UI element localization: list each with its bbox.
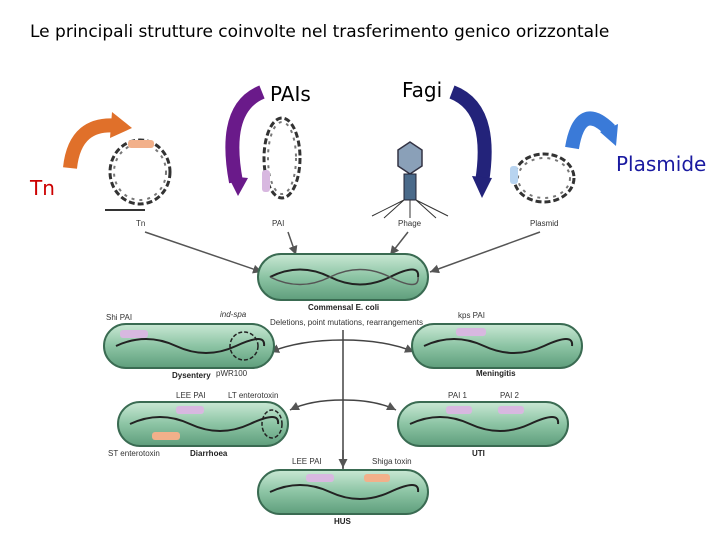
diarrhoea-cell: LEE PAI LT enterotoxin ST enterotoxin Di… [108, 391, 289, 458]
dysentery-name: Dysentery [172, 371, 211, 380]
label-tn: Tn [30, 176, 55, 200]
dysentery-label-2: ind-spa [220, 310, 247, 319]
diarrhoea-name: Diarrhoea [190, 449, 228, 458]
orange-arrow-head [110, 112, 132, 138]
meningitis-cell: kps PAI Meningitis [411, 311, 583, 378]
uti-name: UTI [472, 449, 485, 458]
hus-name: HUS [334, 517, 352, 526]
diarrhoea-label-2: LT enterotoxin [228, 391, 278, 400]
label-plasmide: Plasmide [616, 152, 707, 176]
purple-arrow-icon [225, 85, 266, 184]
phage-icon: Phage [371, 141, 449, 228]
branch-lines [269, 330, 415, 470]
page-title: Le principali strutture coinvolte nel tr… [30, 22, 610, 42]
blue-arrow-icon [565, 111, 615, 150]
uti-label-1: PAI 1 [448, 391, 468, 400]
phage-caption: Phage [398, 219, 422, 228]
plasmid-caption: Plasmid [530, 219, 558, 228]
navy-arrow-icon [449, 85, 492, 184]
hus-cell: LEE PAI Shiga toxin HUS [257, 457, 429, 526]
commensal-note: Deletions, point mutations, rearrangemen… [270, 318, 423, 327]
meningitis-label-1: kps PAI [458, 311, 485, 320]
dysentery-label-1: Shi PAI [106, 313, 132, 322]
uti-label-2: PAI 2 [500, 391, 520, 400]
diarrhoea-label-3: ST enterotoxin [108, 449, 160, 458]
label-pais: PAIs [270, 82, 311, 106]
pai-caption: PAI [272, 219, 284, 228]
hus-label-1: LEE PAI [292, 457, 322, 466]
navy-arrow-head [472, 176, 492, 198]
commensal-cell: Commensal E. coli Deletions, point mutat… [257, 253, 429, 327]
diarrhoea-label-1: LEE PAI [176, 391, 206, 400]
dysentery-cell: Shi PAI ind-spa pWR100 Dysentery [103, 310, 275, 380]
pai-dna-icon: PAI [262, 116, 302, 228]
uti-cell: PAI 1 PAI 2 UTI [397, 391, 569, 458]
dysentery-label-3: pWR100 [216, 369, 248, 378]
tn-dna-icon: Tn [105, 138, 172, 228]
hus-label-2: Shiga toxin [372, 457, 412, 466]
arrows-to-commensal [144, 231, 541, 274]
meningitis-name: Meningitis [476, 369, 516, 378]
purple-arrow-head [228, 176, 248, 196]
blue-arrow-head [600, 124, 618, 146]
commensal-label: Commensal E. coli [308, 303, 379, 312]
label-fagi: Fagi [402, 78, 443, 102]
plasmid-dna-icon: Plasmid [510, 152, 576, 228]
tn-caption: Tn [136, 219, 145, 228]
